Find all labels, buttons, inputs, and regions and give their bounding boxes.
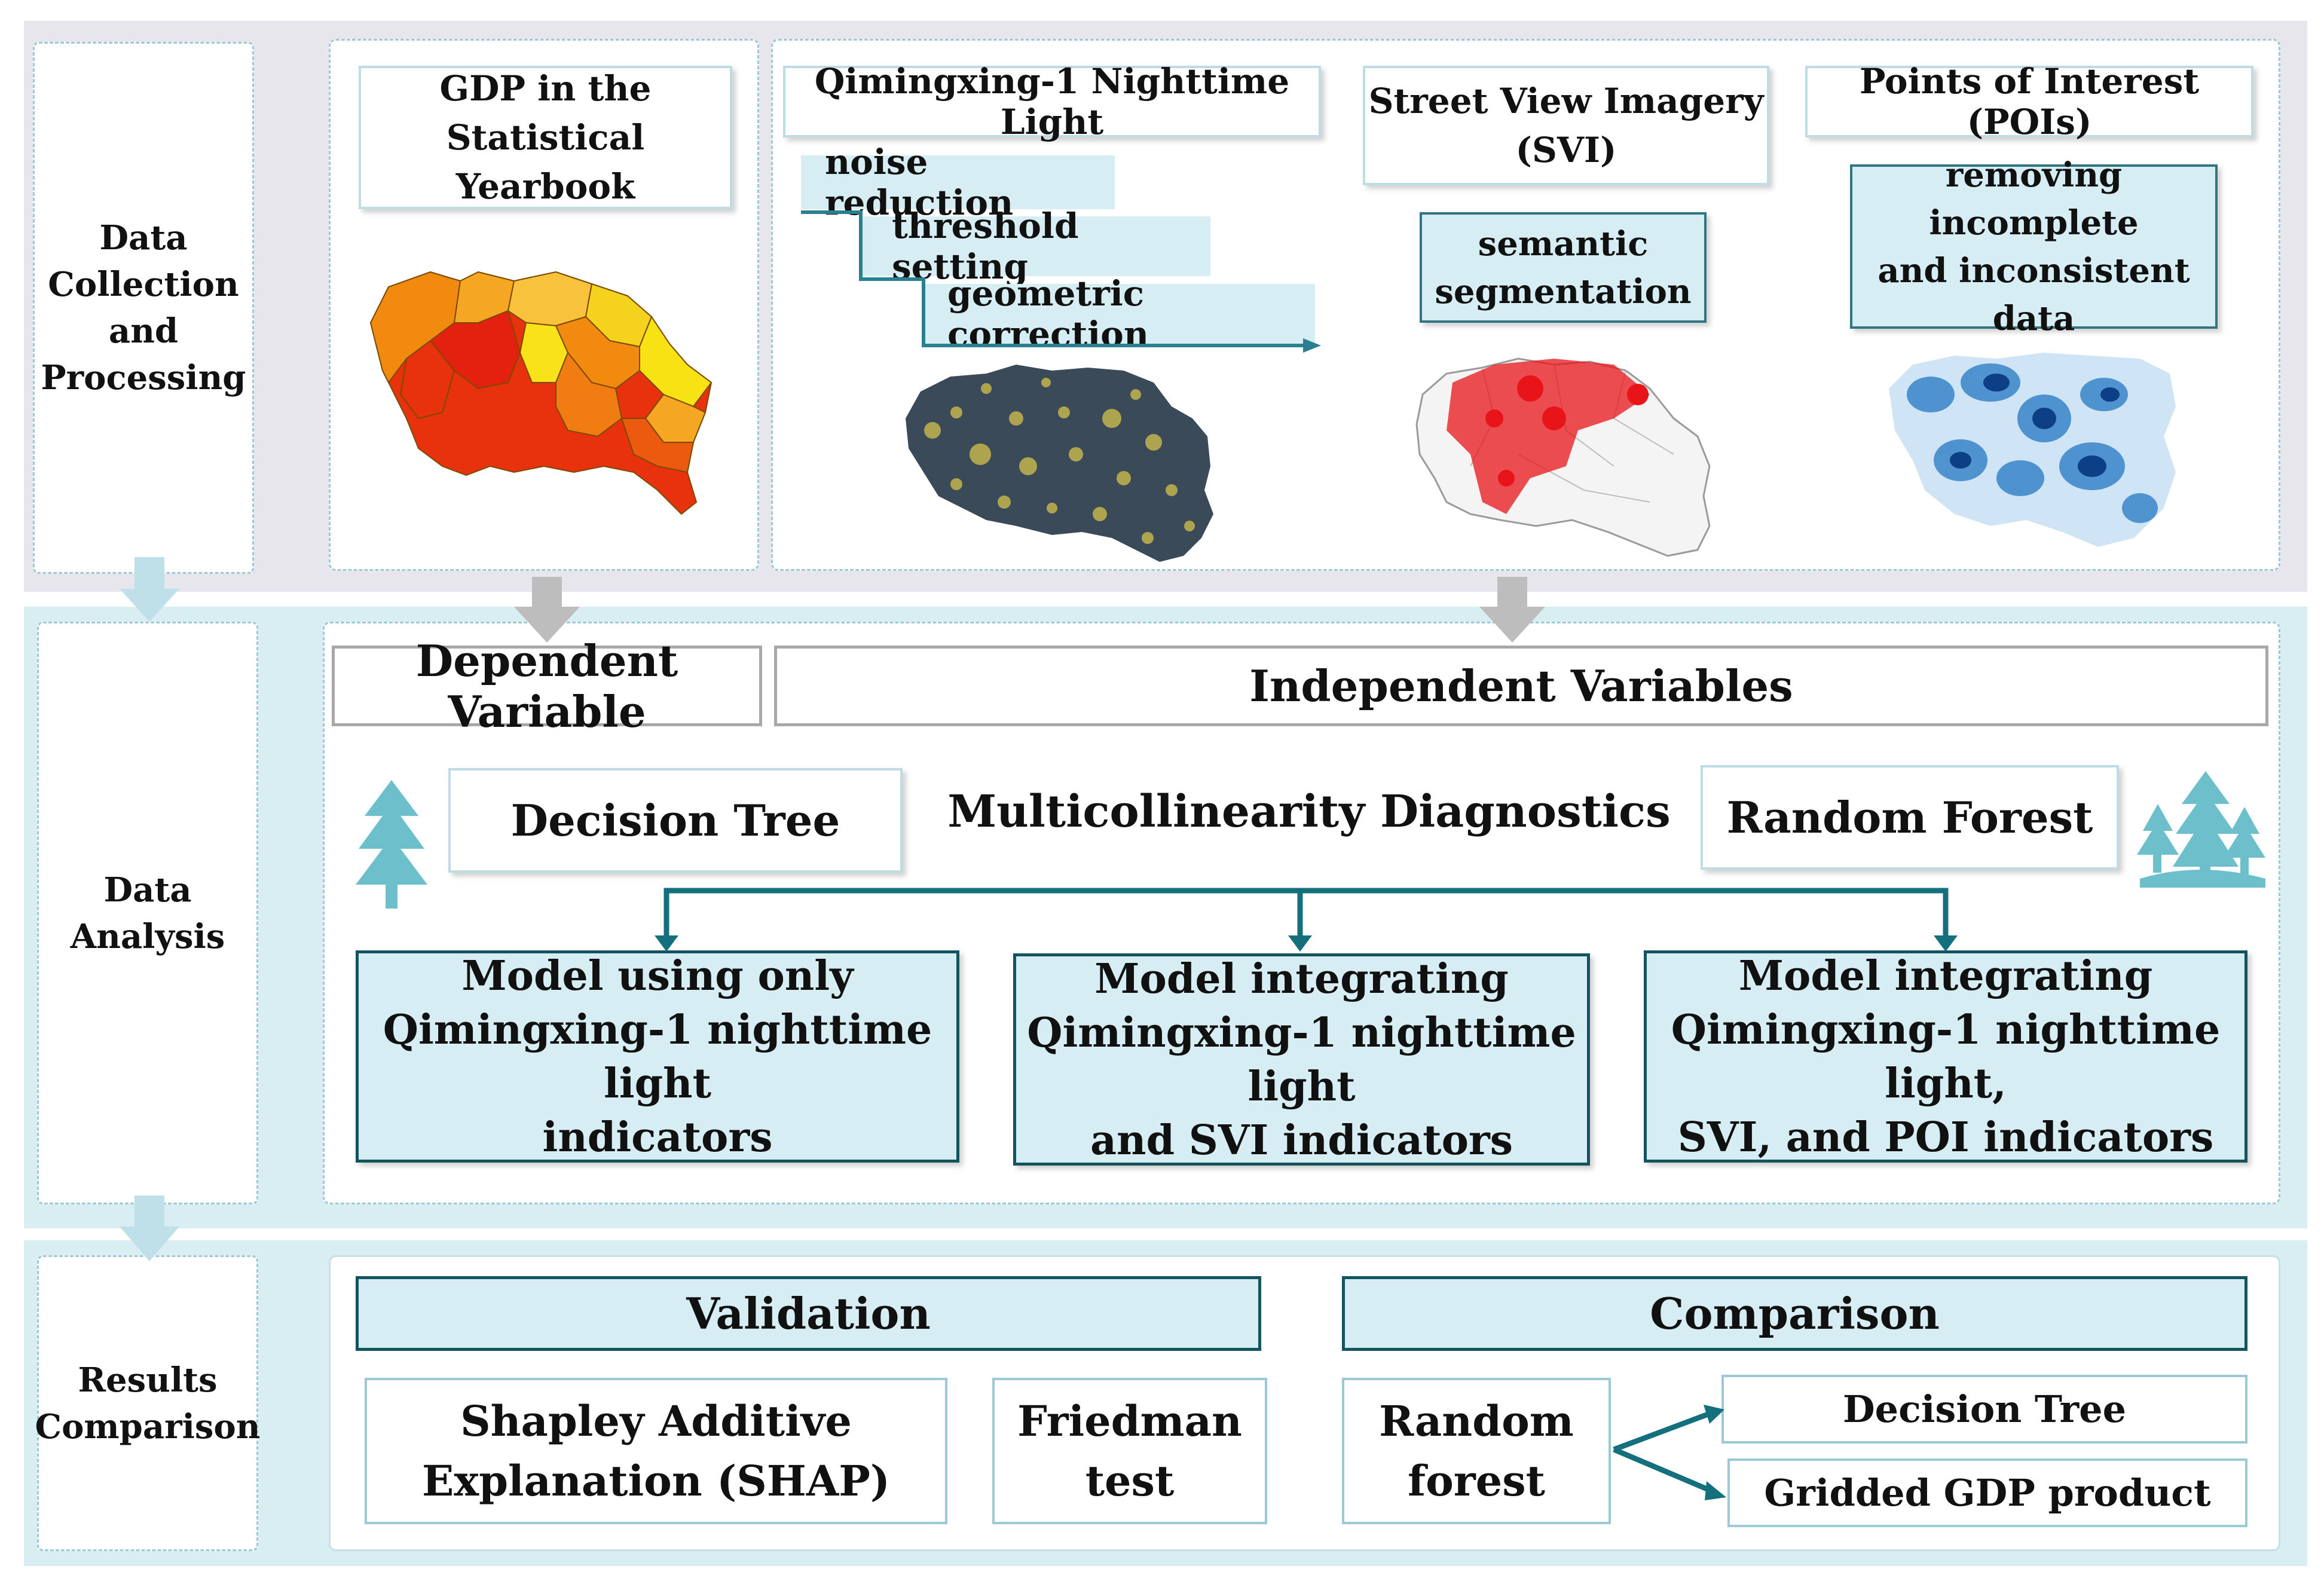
stage-label-collection: Data Collection and Processing — [33, 42, 254, 574]
model-ntl-box: Model using only Qimingxing-1 nighttime … — [356, 950, 959, 1163]
random-forest-box: Random Forest — [1701, 765, 2119, 870]
gdp-choropleth-map — [369, 271, 713, 515]
model-ntl-svi-box: Model integrating Qimingxing-1 nighttime… — [1013, 953, 1590, 1166]
shap-box: Shapley Additive Explanation (SHAP) — [365, 1378, 947, 1524]
arrow-to-independent — [1479, 577, 1545, 643]
gdp-box: GDP in the Statistical Yearbook — [359, 66, 732, 209]
validation-header: Validation — [356, 1276, 1261, 1351]
model-ntl-svi-poi-box: Model integrating Qimingxing-1 nighttime… — [1644, 950, 2247, 1163]
forest-icon — [2137, 771, 2265, 888]
independent-variables-box: Independent Variables — [774, 646, 2268, 726]
poi-density-map — [1889, 353, 2176, 547]
friedman-box: Friedman test — [992, 1378, 1267, 1524]
stage-label-analysis: Data Analysis — [37, 622, 258, 1204]
decision-tree-box: Decision Tree — [448, 768, 903, 873]
comparison-header: Comparison — [1342, 1276, 2247, 1351]
svi-processing-box: semantic segmentation — [1420, 212, 1707, 323]
model-branch-arrows — [663, 888, 1949, 940]
gridded-gdp-box: Gridded GDP product — [1727, 1458, 2247, 1527]
arrow-to-dependent — [514, 577, 580, 643]
stage-arrow-1 — [120, 557, 179, 622]
single-tree-icon — [356, 780, 427, 909]
ntl-staircase-connector — [801, 210, 1303, 347]
nighttime-light-map — [906, 365, 1213, 562]
poi-box: Points of Interest (POIs) — [1805, 61, 2253, 142]
stage-arrow-2 — [120, 1195, 179, 1261]
random-forest-result-box: Random forest — [1342, 1378, 1611, 1524]
svi-box: Street View Imagery (SVI) — [1363, 66, 1769, 185]
ntl-arrow-head — [1303, 338, 1321, 353]
ntl-box: Qimingxing-1 Nighttime Light — [783, 61, 1321, 142]
multicollinearity-label: Multicollinearity Diagnostics — [947, 786, 1671, 837]
svi-points-map — [1415, 357, 1711, 557]
comparison-arrows — [1613, 1411, 1714, 1494]
